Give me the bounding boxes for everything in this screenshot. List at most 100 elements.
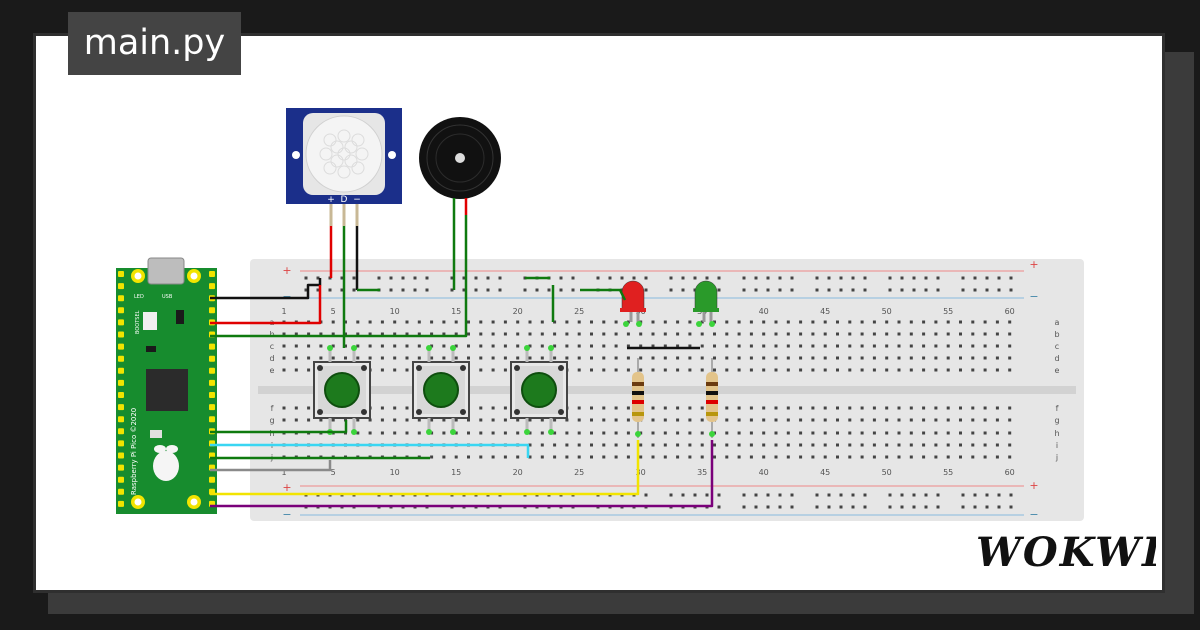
led-leg xyxy=(629,308,633,322)
terminal-hole xyxy=(676,344,680,348)
rail-hole-bottom-plus xyxy=(717,493,721,497)
terminal-hole xyxy=(749,418,753,422)
pico-bootsel-button xyxy=(143,312,157,330)
terminal-hole xyxy=(380,418,384,422)
rail-hole-top-minus xyxy=(340,288,344,292)
terminal-hole xyxy=(294,418,298,422)
terminal-hole xyxy=(491,406,495,410)
terminal-hole xyxy=(294,368,298,372)
terminal-hole xyxy=(909,356,913,360)
terminal-hole xyxy=(737,406,741,410)
terminal-hole xyxy=(479,368,483,372)
row-letter-right: h xyxy=(1054,429,1059,438)
terminal-hole xyxy=(934,356,938,360)
row-letter-right: f xyxy=(1056,404,1059,413)
push-button-leg xyxy=(549,348,553,362)
terminal-hole xyxy=(380,431,384,435)
terminal-hole xyxy=(995,332,999,336)
terminal-hole xyxy=(528,320,532,324)
terminal-hole xyxy=(331,332,335,336)
pin-indicator xyxy=(327,345,333,351)
terminal-hole xyxy=(639,356,643,360)
rail-hole-top-plus xyxy=(377,276,381,280)
terminal-hole xyxy=(540,344,544,348)
led-rim xyxy=(693,308,719,312)
terminal-hole xyxy=(885,431,889,435)
terminal-hole xyxy=(713,344,716,348)
rail-hole-bottom-minus xyxy=(985,505,989,509)
terminal-hole xyxy=(774,418,778,422)
terminal-hole xyxy=(602,431,606,435)
terminal-hole xyxy=(934,431,938,435)
pico-pin-left xyxy=(118,331,124,338)
terminal-hole xyxy=(983,443,987,447)
push-button-corner xyxy=(514,409,520,415)
terminal-hole xyxy=(688,431,692,435)
rail-hole-top-plus xyxy=(839,276,843,280)
terminal-hole xyxy=(651,356,655,360)
terminal-hole xyxy=(823,431,827,435)
pin-indicator xyxy=(524,345,530,351)
pico-rp2040-chip xyxy=(146,369,188,411)
file-tab-main[interactable]: main.py xyxy=(68,12,241,75)
terminal-hole xyxy=(946,455,950,459)
terminal-hole xyxy=(922,431,926,435)
rail-hole-top-minus xyxy=(997,288,1001,292)
terminal-hole xyxy=(725,418,729,422)
terminal-hole xyxy=(503,368,507,372)
terminal-hole xyxy=(959,368,962,372)
rail-hole-bottom-plus xyxy=(973,493,977,497)
row-letter-right: j xyxy=(1055,453,1058,462)
terminal-hole xyxy=(946,443,950,447)
terminal-hole xyxy=(995,431,999,435)
led-pin-indicator xyxy=(696,321,702,327)
rail-hole-top-minus xyxy=(450,288,454,292)
terminal-hole xyxy=(885,443,889,447)
row-letter-right: i xyxy=(1056,441,1058,450)
pir-lens-facet xyxy=(323,133,337,147)
terminal-hole xyxy=(872,443,876,447)
terminal-hole xyxy=(307,418,311,422)
terminal-hole xyxy=(307,356,311,360)
pin-indicator xyxy=(524,429,530,435)
terminal-hole xyxy=(528,418,532,422)
terminal-hole xyxy=(454,356,458,360)
pico-pin-left xyxy=(118,355,124,362)
terminal-hole xyxy=(725,443,729,447)
terminal-hole xyxy=(479,431,483,435)
terminal-hole xyxy=(688,406,692,410)
led-rim xyxy=(620,308,646,312)
rail-hole-bottom-minus xyxy=(778,505,782,509)
rail-hole-bottom-minus xyxy=(766,505,770,509)
terminal-hole xyxy=(626,455,630,459)
terminal-hole xyxy=(836,406,839,410)
push-button-corner xyxy=(361,365,367,371)
row-letter-left: b xyxy=(269,330,274,339)
terminal-hole xyxy=(417,431,421,435)
terminal-hole xyxy=(417,356,421,360)
pir-lens-facet xyxy=(319,147,333,161)
terminal-hole xyxy=(565,356,569,360)
terminal-hole xyxy=(626,320,630,324)
rail-hole-top-plus xyxy=(851,276,855,280)
terminal-hole xyxy=(614,332,618,336)
resistor-band xyxy=(706,382,718,386)
terminal-hole xyxy=(380,368,384,372)
pin-indicator xyxy=(351,345,357,351)
terminal-hole xyxy=(725,356,729,360)
terminal-hole xyxy=(417,332,421,336)
rail-hole-bottom-minus xyxy=(912,505,916,509)
terminal-hole xyxy=(1008,368,1012,372)
rail-hole-top-minus xyxy=(644,288,648,292)
rail-hole-top-plus xyxy=(815,276,819,280)
rail-hole-top-plus xyxy=(462,276,466,280)
rail-hole-top-minus xyxy=(425,288,429,292)
column-number-top: 20 xyxy=(513,307,523,316)
terminal-hole xyxy=(848,344,852,348)
rail-hole-bottom-plus xyxy=(766,493,770,497)
terminal-hole xyxy=(860,320,864,324)
terminal-hole xyxy=(983,332,987,336)
terminal-hole xyxy=(405,344,409,348)
terminal-hole xyxy=(848,431,852,435)
rail-hole-top-minus xyxy=(912,288,916,292)
